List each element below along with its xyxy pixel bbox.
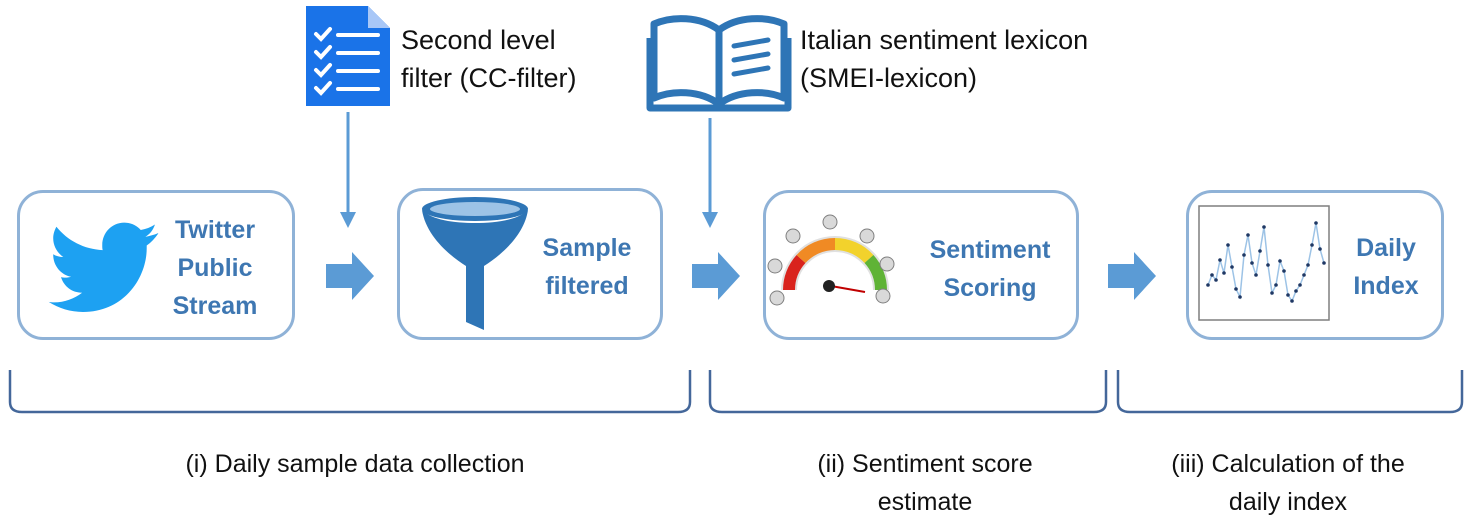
phase-label-sentiment-estimate: (ii) Sentiment score estimate — [817, 450, 1033, 516]
funnel-icon — [422, 197, 528, 330]
line-chart-icon — [1198, 205, 1330, 321]
phase-label-data-collection: (i) Daily sample data collection — [185, 450, 525, 478]
phase-label-daily-index: (iii) Calculation of the daily index — [1171, 450, 1405, 516]
phase-bracket-2 — [708, 370, 1108, 414]
twitter-bird-icon — [48, 222, 159, 312]
open-book-icon — [646, 15, 792, 112]
phase-bracket-3 — [1116, 370, 1464, 414]
flow-arrow-1 — [326, 252, 374, 300]
stage-sentiment-scoring — [763, 190, 1079, 340]
stage-label-sentiment-scoring: Sentiment Scoring — [929, 236, 1051, 302]
lexicon-down-arrow — [702, 118, 718, 228]
stage-label-sample-filtered: Sample filtered — [542, 234, 632, 300]
phase-bracket-1 — [8, 370, 692, 414]
stage-sample-filtered — [397, 188, 663, 340]
sentiment-gauge-icon — [767, 214, 895, 306]
stage-label-daily-index: Daily Index — [1353, 234, 1419, 300]
filter-down-arrow — [340, 112, 356, 228]
filter-input-label: Second level filter (CC-filter) — [401, 25, 577, 93]
flow-arrow-2 — [692, 252, 740, 300]
flow-arrow-3 — [1108, 252, 1156, 300]
stage-label-twitter: Twitter Public Stream — [172, 216, 258, 320]
document-checklist-icon — [306, 6, 390, 106]
lexicon-input-label: Italian sentiment lexicon (SMEI-lexicon) — [800, 25, 1089, 93]
